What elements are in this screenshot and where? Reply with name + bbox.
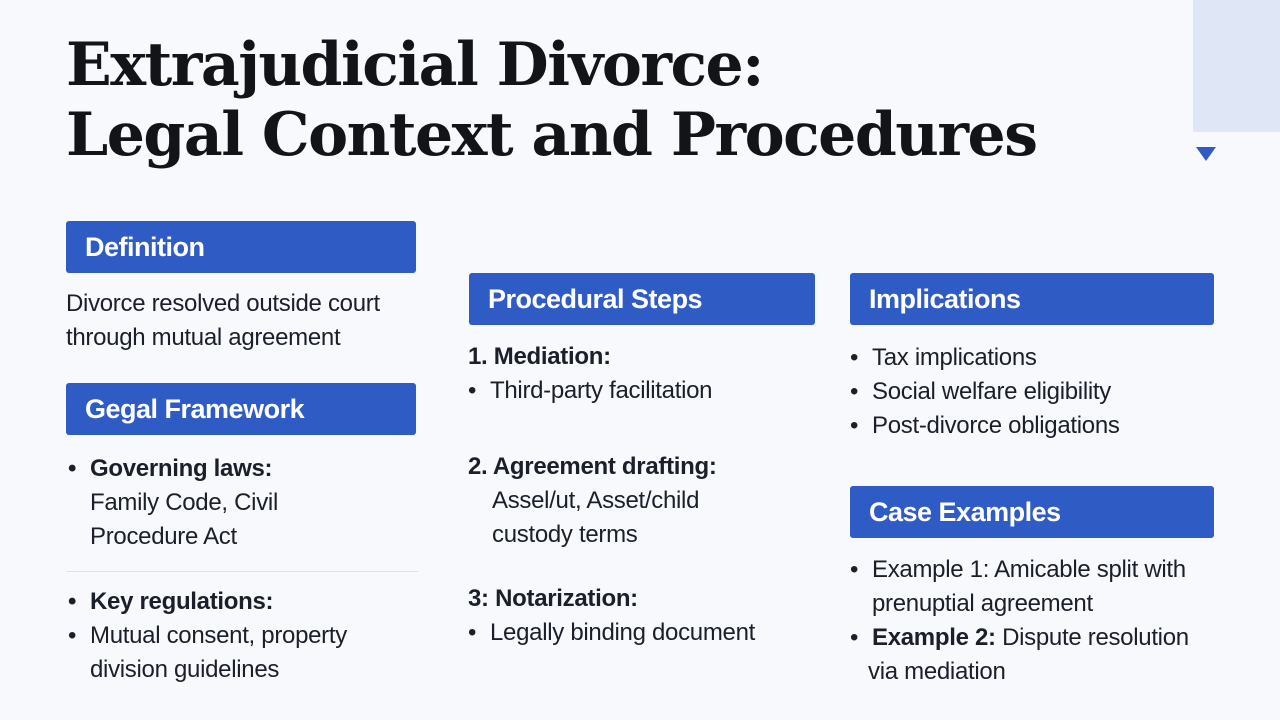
implications-header: Implications (850, 273, 1214, 325)
key-regulations-block: Key regulations: Mutual consent, propert… (68, 585, 347, 687)
page-title-line-1: Extrajudicial Divorce: (66, 30, 764, 100)
definition-line-2: through mutual agreement (66, 324, 341, 351)
step-2-line-1: Assel/ut, Asset/child (492, 487, 700, 514)
example-1-line-2: prenuptial agreement (872, 590, 1093, 617)
corner-decoration (1193, 0, 1280, 132)
triangle-down-icon (1196, 147, 1216, 161)
key-regulations-line-1: Mutual consent, property (68, 619, 347, 653)
key-regulations-line-2: division guidelines (90, 656, 280, 683)
governing-laws-line-1: Family Code, Civil (90, 489, 278, 516)
step-3-block: 3: Notarization: Legally binding documen… (468, 582, 755, 650)
definition-line-1: Divorce resolved outside court (66, 290, 380, 317)
page-title: Extrajudicial Divorce: Legal Context and… (66, 30, 1126, 170)
step-3-label: 3: Notarization: (468, 585, 638, 612)
case-examples-list: Example 1: Amicable split with prenuptia… (850, 553, 1189, 689)
step-1-block: 1. Mediation: Third-party facilitation (468, 340, 713, 408)
step-2-line-2: custody terms (492, 521, 638, 548)
key-regulations-label: Key regulations: (68, 585, 347, 619)
governing-laws-line-2: Procedure Act (90, 523, 237, 550)
implications-item: Tax implications (850, 341, 1120, 375)
governing-laws-label: Governing laws: (68, 452, 278, 486)
section-divider (66, 571, 418, 572)
step-3-item: Legally binding document (468, 616, 755, 650)
governing-laws-block: Governing laws: Family Code, Civil Proce… (68, 452, 278, 554)
definition-header: Definition (66, 221, 416, 273)
example-1-line-1: Example 1: Amicable split with (850, 553, 1189, 587)
implications-item: Post-divorce obligations (850, 409, 1120, 443)
legal-framework-header: Gegal Framework (66, 383, 416, 435)
example-2-line-1: Example 2: Dispute resolution (850, 621, 1189, 655)
step-2-block: 2. Agreement drafting: Assel/ut, Asset/c… (468, 450, 717, 552)
example-2-label: Example 2: (872, 624, 996, 651)
page-title-line-2: Legal Context and Procedures (66, 100, 1038, 170)
definition-text: Divorce resolved outside court through m… (66, 287, 380, 355)
implications-list: Tax implications Social welfare eligibil… (850, 341, 1120, 443)
step-1-item: Third-party facilitation (468, 374, 713, 408)
implications-item: Social welfare eligibility (850, 375, 1120, 409)
step-2-label: 2. Agreement drafting: (468, 453, 717, 480)
case-examples-header: Case Examples (850, 486, 1214, 538)
example-2-text: Dispute resolution (995, 624, 1189, 651)
step-1-label: 1. Mediation: (468, 343, 611, 370)
procedural-steps-header: Procedural Steps (469, 273, 815, 325)
example-2-line-2: via mediation (868, 658, 1006, 685)
